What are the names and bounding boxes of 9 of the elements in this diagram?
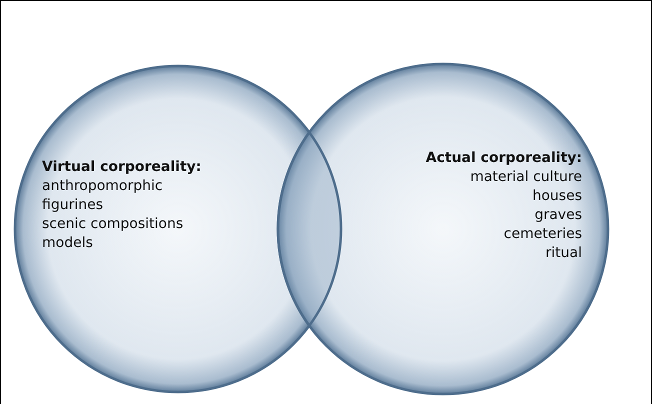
list-item: ritual (544, 244, 582, 263)
circle-heading: Actual corporeality: (426, 149, 582, 168)
circle-heading: Virtual corporeality: (42, 158, 202, 177)
list-item: scenic compositions (42, 215, 184, 234)
list-item: material culture (469, 168, 582, 187)
list-item: graves (534, 206, 582, 225)
list-item: houses (531, 187, 582, 206)
list-item: models (42, 234, 94, 253)
list-item: cemeteries (502, 225, 582, 244)
